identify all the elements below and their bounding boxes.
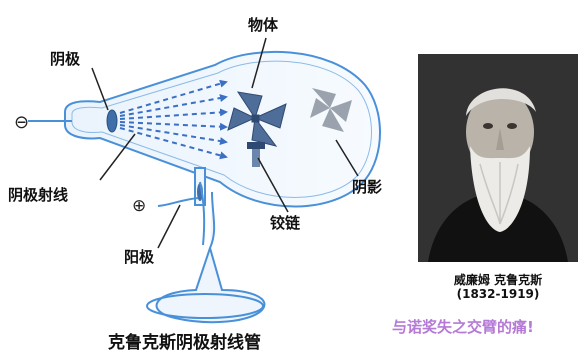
portrait-caption-years: (1832-1919) xyxy=(456,287,540,301)
maltese-cross-object xyxy=(227,91,287,147)
tube-stand xyxy=(155,191,266,324)
cross-shadow xyxy=(310,88,352,132)
tube-inner-outline xyxy=(71,60,372,198)
negative-terminal-symbol: ⊖ xyxy=(14,112,29,133)
label-leader-lines xyxy=(91,37,359,249)
portrait-photo xyxy=(418,54,578,262)
anode-wire xyxy=(157,197,199,207)
label-cathode-rays: 阴极射线 xyxy=(8,186,68,204)
label-anode: 阳极 xyxy=(124,248,155,266)
label-cathode: 阴极 xyxy=(50,50,81,68)
portrait-caption-name: 威廉姆 克鲁克斯 xyxy=(453,273,543,287)
label-object: 物体 xyxy=(248,16,279,34)
stand-neck xyxy=(199,181,206,246)
stand-base xyxy=(146,293,264,319)
slogan-text: 与诺奖失之交臂的痛! xyxy=(392,318,534,336)
label-shadow: 阴影 xyxy=(352,178,382,196)
positive-terminal-symbol: ⊕ xyxy=(132,196,146,216)
cathode-disc xyxy=(106,109,118,133)
crookes-portrait-drawing xyxy=(418,54,578,262)
cathode-ray-arrows xyxy=(119,79,228,160)
diagram-title: 克鲁克斯阴极射线管 xyxy=(108,333,261,353)
label-hinge: 铰链 xyxy=(270,214,301,232)
hinge xyxy=(247,142,265,167)
